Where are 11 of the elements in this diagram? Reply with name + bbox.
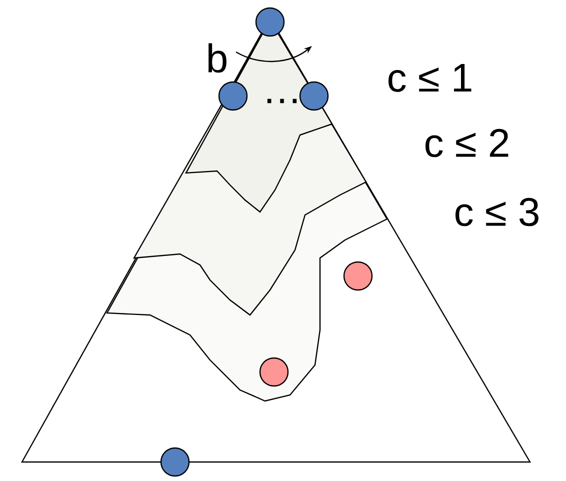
- point-circle: [343, 261, 373, 291]
- vertex-circle: [218, 81, 248, 111]
- region-label: c ≤ 3: [455, 198, 538, 226]
- point-circle: [259, 357, 289, 387]
- region-label: c ≤ 1: [388, 64, 472, 92]
- vertex-circle: [255, 7, 285, 37]
- region-label: c ≤ 2: [425, 128, 508, 158]
- vertex-circle: [160, 447, 190, 477]
- ellipsis: …: [267, 98, 297, 104]
- angle-label: b: [208, 43, 226, 73]
- vertex-circle: [299, 81, 329, 111]
